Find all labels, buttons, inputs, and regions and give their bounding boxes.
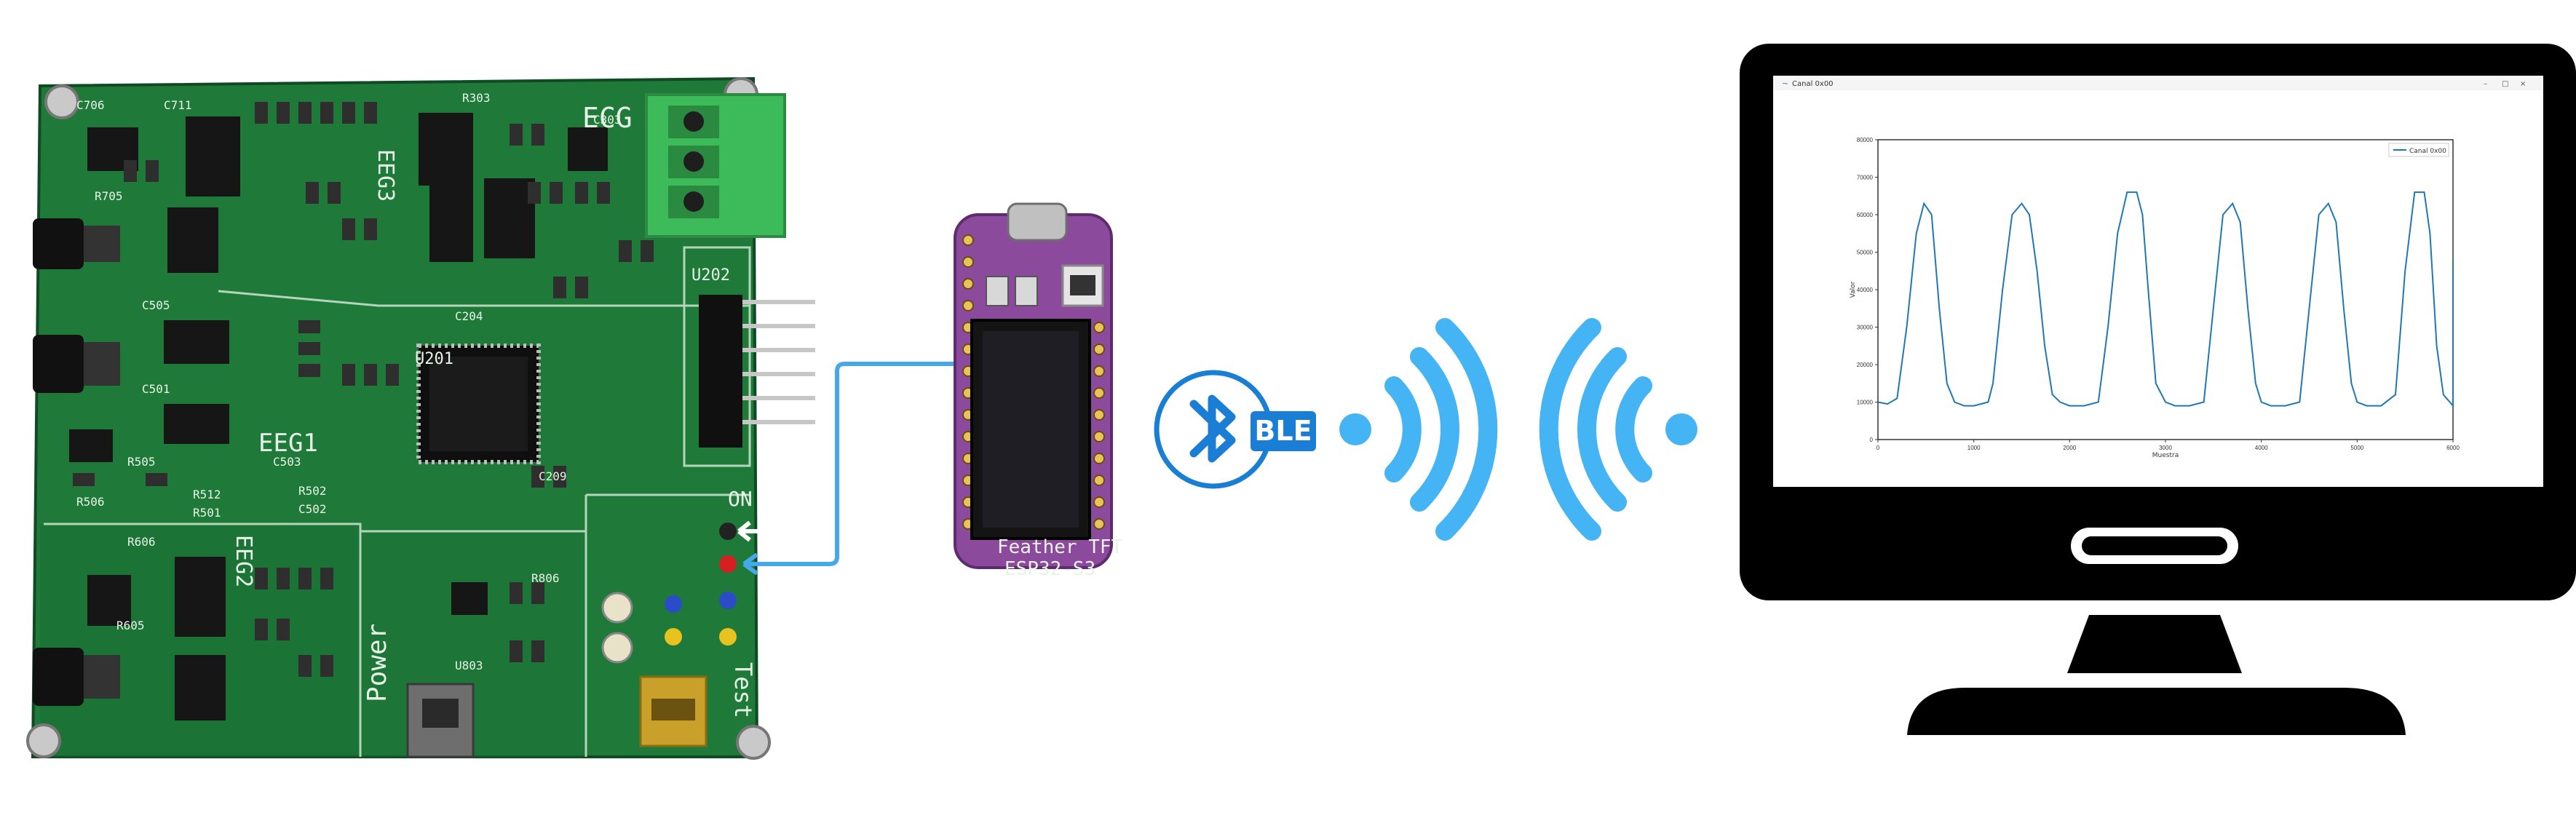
x-tick-label: 2000	[2063, 445, 2076, 451]
ble-label: BLE	[1254, 415, 1312, 447]
power-switch	[406, 683, 475, 758]
label-eeg2: EEG2	[231, 535, 256, 587]
arrow-icon	[737, 520, 761, 542]
legend-box	[2388, 143, 2449, 157]
ble-label-box	[1251, 411, 1316, 451]
label-r501: R501	[193, 506, 221, 520]
reset-button	[1015, 276, 1038, 306]
x-axis-label: Muestra	[2152, 452, 2179, 459]
label-c501: C501	[142, 382, 170, 396]
label-c503: C503	[273, 455, 301, 469]
x-tick-label: 6000	[2446, 445, 2460, 451]
label-c303: C303	[593, 113, 622, 127]
y-tick-label: 70000	[1857, 175, 1874, 181]
label-r506: R506	[76, 495, 105, 509]
label-u202: U202	[691, 266, 730, 285]
pcb-silkscreen-labels: ECG EEG1 EEG3 EEG2 U201 U202 Power Test …	[76, 91, 757, 718]
maximize-icon[interactable]: □	[2502, 80, 2508, 88]
series-line-canal-0x00	[1877, 191, 2454, 408]
label-eeg1: EEG1	[258, 429, 318, 458]
legend-label: Canal 0x00	[2409, 148, 2446, 155]
status-leds	[665, 523, 737, 646]
usb-c-connector	[1007, 202, 1068, 242]
label-u803: U803	[455, 659, 483, 672]
label-r705: R705	[95, 189, 123, 203]
monitor: Canal 0x00 ~ – □ × 010000200003000040000…	[1740, 44, 2576, 735]
usb-connector	[639, 675, 708, 747]
monitor-neck	[2067, 615, 2242, 673]
window-controls[interactable]: – □ ×	[2484, 80, 2526, 88]
line-chart: 0100002000030000400005000060000700008000…	[1850, 137, 2460, 459]
x-tick-label: 1000	[1967, 445, 1981, 451]
uart-connection-line	[742, 362, 964, 576]
trimmer-potentiometers	[601, 592, 633, 664]
label-r505: R505	[127, 455, 156, 469]
feather-title: Feather TFT	[997, 536, 1123, 558]
label-ecg: ECG	[582, 102, 633, 134]
label-eeg3: EEG3	[373, 149, 398, 202]
label-r512: R512	[193, 488, 221, 501]
y-tick-label: 40000	[1857, 287, 1874, 293]
label-c502: C502	[298, 502, 327, 516]
label-test: Test	[729, 662, 757, 718]
monitor-base	[1907, 688, 2406, 735]
x-tick-label: 4000	[2255, 445, 2268, 451]
boot-button	[986, 276, 1009, 306]
x-tick-label: 5000	[2350, 445, 2363, 451]
y-tick-label: 30000	[1857, 325, 1874, 331]
pcb-board: ECG EEG1 EEG3 EEG2 U201 U202 Power Test …	[26, 76, 815, 760]
label-power: Power	[362, 624, 392, 702]
audio-jack-connectors	[33, 218, 120, 706]
window-title: Canal 0x00	[1792, 80, 1834, 88]
feather-board: Feather TFT ESP32-S3	[954, 202, 1123, 580]
label-r605: R605	[116, 619, 145, 632]
pin-header-u202	[699, 295, 815, 448]
y-axis-label: Valor	[1850, 281, 1857, 298]
y-tick-label: 10000	[1857, 400, 1874, 406]
window-titlebar	[1773, 76, 2543, 90]
wifi-waves-icon	[1539, 318, 1697, 541]
feather-subtitle: ESP32-S3	[1004, 558, 1095, 580]
bluetooth-icon	[1189, 394, 1236, 463]
label-c505: C505	[142, 298, 170, 312]
y-tick-label: 20000	[1857, 362, 1874, 368]
label-on: ON	[728, 487, 753, 511]
legend: Canal 0x00	[2388, 143, 2449, 157]
label-r502: R502	[298, 484, 327, 498]
ble-badge: BLE	[1154, 370, 1316, 489]
app-icon: ~	[1782, 79, 1788, 88]
x-tick-label: 3000	[2159, 445, 2172, 451]
minimize-icon[interactable]: –	[2484, 80, 2487, 88]
close-icon[interactable]: ×	[2520, 80, 2526, 88]
label-c204: C204	[455, 309, 483, 323]
label-r806: R806	[531, 571, 560, 585]
label-r303: R303	[462, 91, 491, 105]
smd-components	[73, 102, 654, 677]
x-tick-label: 0	[1876, 445, 1880, 451]
label-u201: U201	[415, 350, 453, 368]
mcu-u201	[416, 343, 541, 464]
y-tick-label: 80000	[1857, 137, 1874, 143]
label-c711: C711	[164, 98, 192, 112]
label-c209: C209	[539, 469, 567, 483]
label-r606: R606	[127, 535, 156, 549]
wifi-waves-icon	[1339, 318, 1498, 541]
monitor-screen	[1773, 76, 2543, 487]
y-tick-label: 0	[1870, 437, 1874, 443]
label-c706: C706	[76, 98, 105, 112]
y-tick-label: 60000	[1857, 212, 1874, 218]
y-tick-label: 50000	[1857, 250, 1874, 256]
screw-terminal	[645, 93, 786, 238]
ic-chips	[69, 113, 608, 720]
